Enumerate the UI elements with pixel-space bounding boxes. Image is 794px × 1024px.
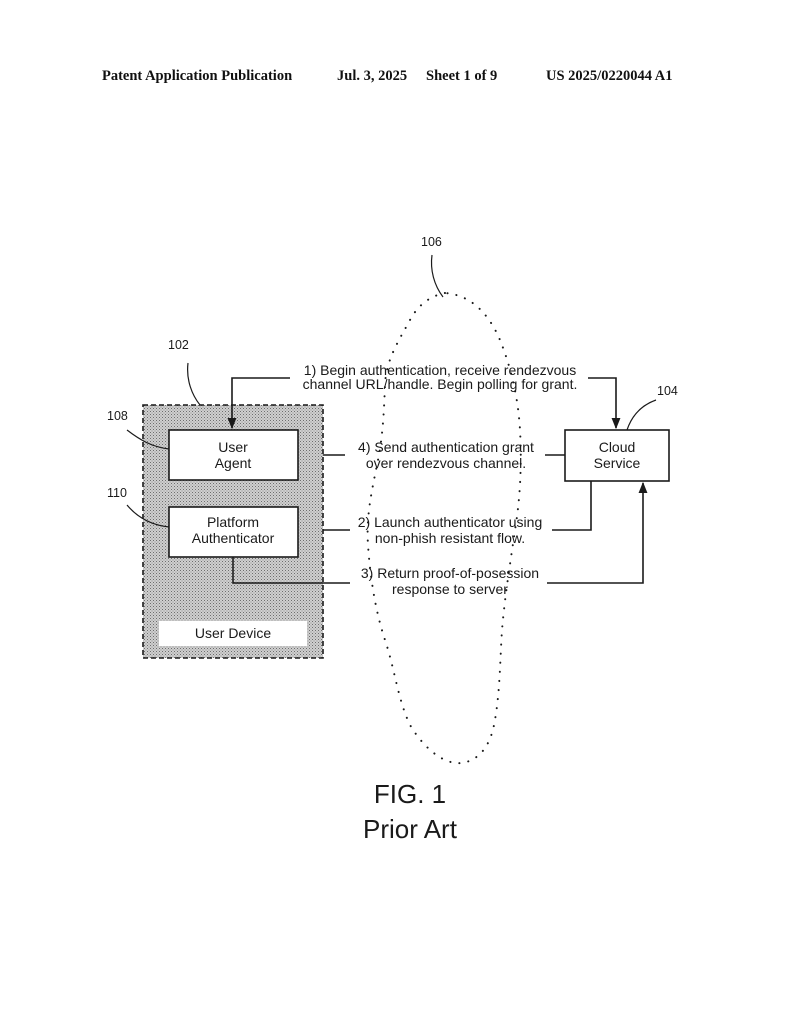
- patent-number: US 2025/0220044 A1: [546, 68, 673, 84]
- user-agent-label-line1: User: [218, 439, 248, 455]
- ref-106: 106: [421, 235, 442, 249]
- step1-arrow-to-user-agent: [227, 377, 290, 430]
- step2-line-right: [552, 481, 592, 531]
- sheet-number: Sheet 1 of 9: [426, 68, 498, 84]
- step3-label-line1: 3) Return proof-of-posession: [361, 565, 539, 581]
- cloud-service-label-line2: Service: [594, 455, 641, 471]
- ref-110: 110: [107, 486, 127, 500]
- cloud-service-label-line1: Cloud: [599, 439, 636, 455]
- leader-110: [126, 504, 170, 528]
- step4-label-line1: 4) Send authentication grant: [358, 439, 534, 455]
- ref-102: 102: [168, 338, 189, 352]
- leader-104: [626, 399, 657, 431]
- platform-authenticator-label-line2: Authenticator: [192, 530, 275, 546]
- user-device-label: User Device: [195, 625, 271, 641]
- page-header: Patent Application Publication Jul. 3, 2…: [0, 68, 794, 88]
- step1-label-line1: 1) Begin authentication, receive rendezv…: [304, 362, 576, 378]
- user-agent-box: [168, 429, 299, 481]
- step3-label-line2: response to server: [392, 581, 508, 597]
- step1-arrow-to-cloud-service: [588, 377, 621, 430]
- cloud-service-box: [564, 429, 670, 482]
- platform-authenticator-label-line1: Platform: [207, 514, 259, 530]
- figure-subtitle: Prior Art: [363, 814, 458, 844]
- ref-104: 104: [657, 384, 678, 398]
- step4-label-line2: over rendezvous channel.: [366, 455, 526, 471]
- platform-authenticator-box: [168, 506, 299, 558]
- step1-label-line2: channel URL/handle. Begin polling for gr…: [303, 376, 578, 392]
- leader-108: [126, 429, 170, 450]
- user-agent-label-line2: Agent: [215, 455, 252, 471]
- ref-108: 108: [107, 409, 128, 423]
- publication-date: Jul. 3, 2025: [337, 68, 408, 84]
- leader-102: [187, 362, 201, 406]
- user-device-label-box: [159, 621, 307, 646]
- step2-label-line2: non-phish resistant flow.: [375, 530, 525, 546]
- step3-line-left: [232, 557, 350, 584]
- publication-label: Patent Application Publication: [102, 68, 293, 84]
- step2-label-line1: 2) Launch authenticator using: [358, 514, 542, 530]
- step3-arrow-to-cloud-service: [547, 481, 648, 584]
- leader-106: [430, 254, 444, 298]
- figure-title: FIG. 1: [374, 779, 446, 809]
